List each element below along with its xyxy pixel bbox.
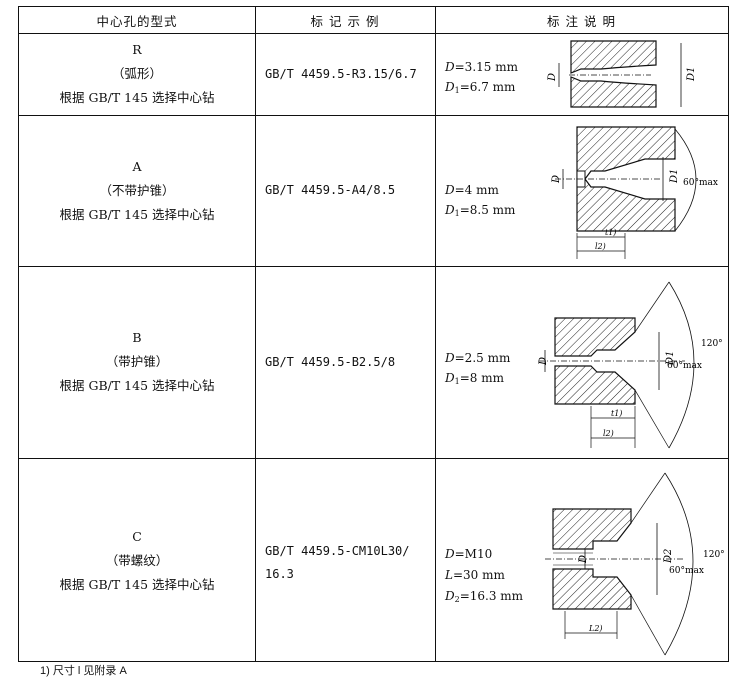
label-d: D <box>547 73 558 82</box>
type-cell-b: B （带护锥） 根据 GB/T 145 选择中心钻 <box>19 266 255 458</box>
type-letter: A <box>132 158 142 174</box>
label-t1: t1) <box>611 409 622 418</box>
label-t1: t1) <box>605 228 616 237</box>
label-d1: D1 <box>669 169 680 184</box>
mark-cell: GB/T 4459.5-R3.15/6.7 <box>265 33 435 115</box>
header-type: 中心孔的型式 <box>96 13 178 29</box>
label-d: D <box>578 555 589 564</box>
param-row: L=30 mm <box>445 568 505 582</box>
figure-type-c: D D2 60°max 120° L2) <box>545 472 725 656</box>
mark-text: GB/T 4459.5-B2.5/8 <box>265 354 396 369</box>
label-d1: D1 <box>686 67 697 82</box>
label-angle-120: 120° <box>703 550 725 560</box>
header-mark: 标 记 示 例 <box>310 13 380 29</box>
type-name: （带护锥） <box>105 354 169 369</box>
type-note: 根据 GB/T 145 选择中心钻 <box>59 378 215 393</box>
label-angle-60: 60°max <box>683 178 718 188</box>
row-divider <box>19 266 728 267</box>
label-d1: D1 <box>665 351 676 366</box>
label-d: D <box>551 175 562 184</box>
row-divider <box>19 458 728 459</box>
footnote: 1) 尺寸 l 见附录 A <box>40 665 127 677</box>
figure-type-a: D D1 60°max t1) l2) <box>551 126 718 259</box>
type-letter: R <box>132 42 142 57</box>
label-d2: D2 <box>663 549 674 564</box>
param-row: D=4 mm <box>445 183 499 197</box>
params-cell: D=M10 L=30 mm D2=16.3 mm <box>445 544 523 610</box>
params-cell: D=3.15 mm D1=6.7 mm <box>445 57 518 101</box>
label-angle-120: 120° <box>701 339 723 349</box>
type-name: （不带护锥） <box>99 182 175 198</box>
label-L2: L2) <box>588 624 603 633</box>
figure-type-b: D D1 60°max 120° t1) l2) <box>538 281 723 449</box>
params-cell: D=2.5 mm D1=8 mm <box>445 348 510 392</box>
figure-type-r: D D1 <box>547 40 697 108</box>
param-row: D=3.15 mm <box>445 60 518 74</box>
param-row: D1=6.7 mm <box>445 80 516 95</box>
type-letter: B <box>132 330 142 345</box>
params-cell: D=4 mm D1=8.5 mm <box>445 180 515 224</box>
column-divider <box>435 7 436 661</box>
label-angle-60: 60°max <box>669 566 704 576</box>
type-note: 根据 GB/T 145 选择中心钻 <box>59 576 215 592</box>
param-row: D=M10 <box>445 547 493 561</box>
param-row: D=2.5 mm <box>445 351 511 365</box>
type-note: 根据 GB/T 145 选择中心钻 <box>59 206 215 222</box>
type-note: 根据 GB/T 145 选择中心钻 <box>59 90 215 105</box>
type-name: （带螺纹） <box>105 552 169 568</box>
type-letter: C <box>132 528 142 544</box>
type-cell-c: C （带螺纹） 根据 GB/T 145 选择中心钻 <box>19 458 255 663</box>
mark-cell: GB/T 4459.5-A4/8.5 <box>265 115 435 266</box>
header-note: 标 注 说 明 <box>547 13 616 29</box>
param-row: D1=8.5 mm <box>445 203 516 218</box>
label-l2: l2) <box>603 429 614 438</box>
mark-text: GB/T 4459.5-A4/8.5 <box>265 183 396 197</box>
center-hole-table: 中心孔的型式 标 记 示 例 标 注 说 明 R （弧形） 根据 GB/T 14… <box>18 6 729 662</box>
label-angle-60: 60°max <box>667 361 702 371</box>
column-divider <box>255 7 256 661</box>
type-name: （弧形） <box>111 66 162 81</box>
mark-cell: GB/T 4459.5-B2.5/8 <box>265 266 435 458</box>
mark-text: GB/T 4459.5-CM10L30/16.3 <box>265 544 410 581</box>
label-l2: l2) <box>595 242 606 251</box>
mark-cell: GB/T 4459.5-CM10L30/16.3 <box>265 540 435 588</box>
type-cell-a: A （不带护锥） 根据 GB/T 145 选择中心钻 <box>19 115 255 266</box>
label-d: D <box>538 357 549 366</box>
param-row: D1=8 mm <box>445 371 504 386</box>
row-divider <box>19 115 728 116</box>
header-divider <box>19 33 728 34</box>
mark-text: GB/T 4459.5-R3.15/6.7 <box>265 66 417 81</box>
type-cell-r: R （弧形） 根据 GB/T 145 选择中心钻 <box>19 33 255 115</box>
param-row: D2=16.3 mm <box>445 589 524 604</box>
